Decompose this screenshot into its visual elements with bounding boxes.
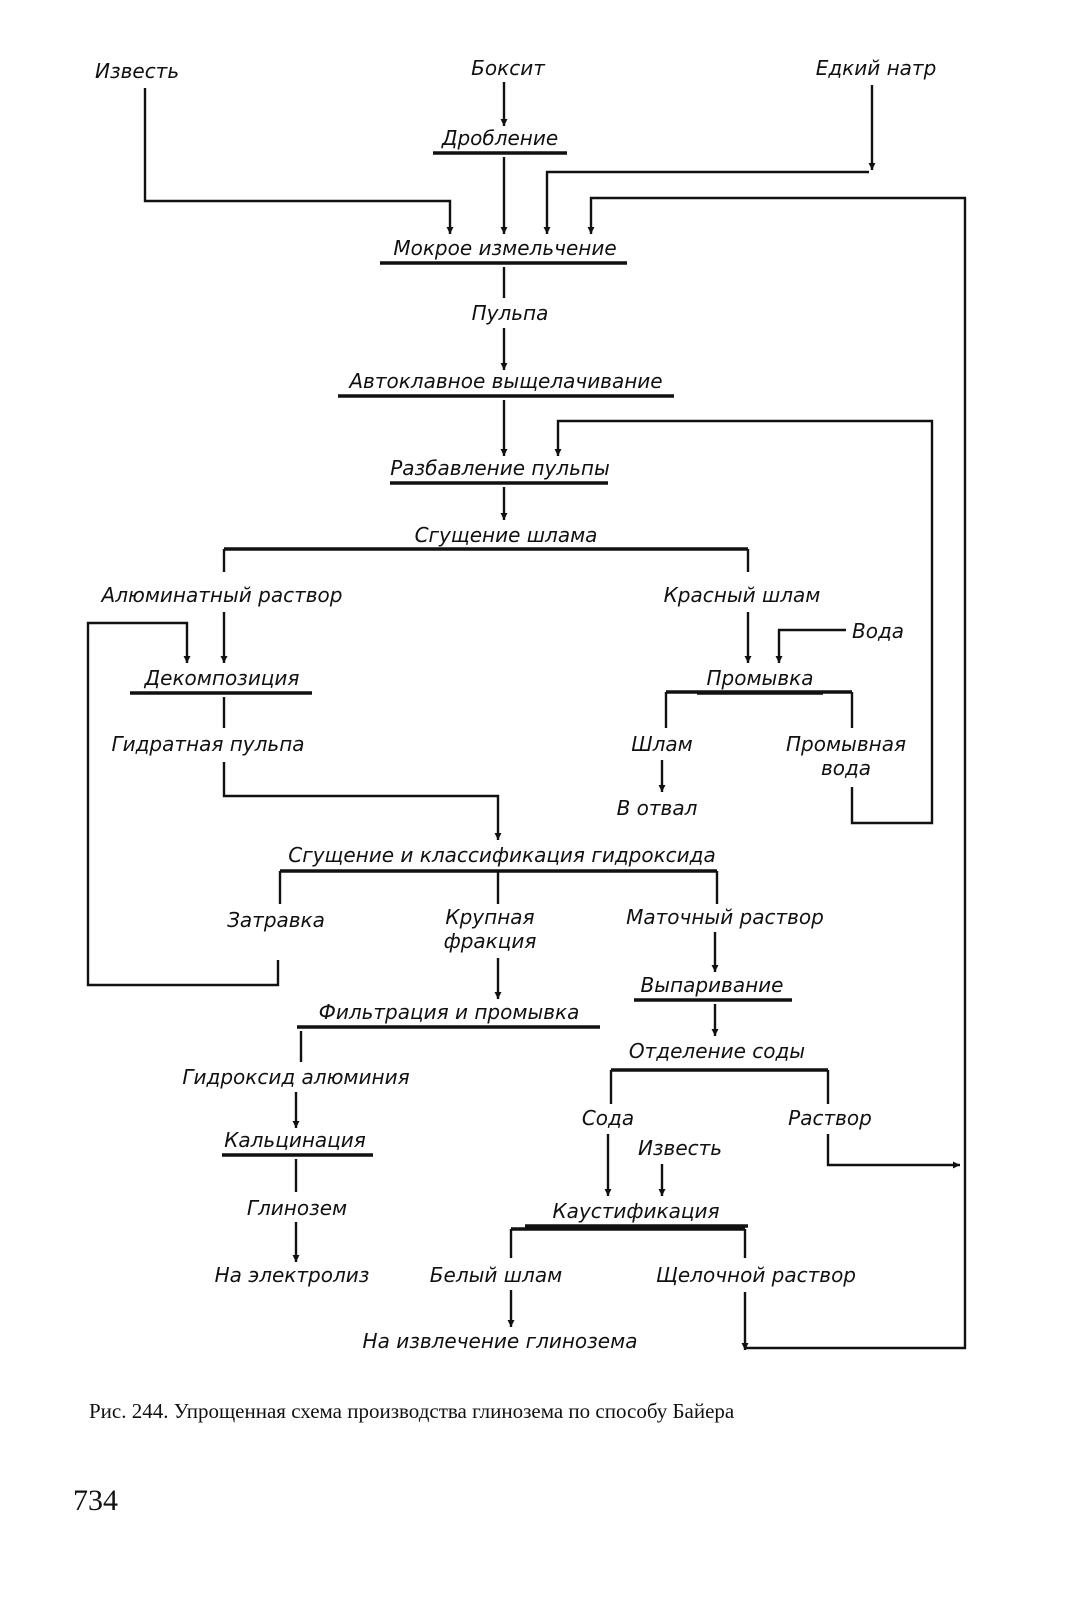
label-na-izvlechenie: На извлечение глинозема (363, 1329, 638, 1353)
label-promyvka: Промывка (707, 666, 814, 690)
label-bely-shlam: Белый шлам (430, 1263, 562, 1287)
label-rastvor: Раствор (788, 1106, 872, 1130)
label-droblenie: Дробление (441, 126, 558, 150)
label-razbavlenie: Разбавление пульпы (390, 456, 610, 480)
label-shlam: Шлам (631, 732, 693, 756)
label-gidratnaya: Гидратная пульпа (111, 732, 304, 756)
figure-caption: Рис. 244. Упрощенная схема производства … (89, 1399, 735, 1423)
label-v-otval: В отвал (617, 796, 698, 820)
split-bars (224, 547, 852, 1231)
label-izvest-top: Известь (95, 59, 179, 83)
label-autoklav: Автоклавное выщелачивание (347, 369, 662, 393)
label-filtraciya: Фильтрация и промывка (319, 1000, 580, 1024)
label-soda: Сода (582, 1106, 634, 1130)
label-krasny: Красный шлам (664, 583, 821, 607)
label-voda: Вода (852, 619, 904, 643)
label-aluminat: Алюминатный раствор (100, 583, 343, 607)
label-shchelochnoy: Щелочной раствор (656, 1263, 856, 1287)
label-sgushenie-klass: Сгущение и классификация гидроксида (288, 843, 716, 867)
label-promyvnaya-line1: Промывная (786, 732, 906, 756)
label-otdelenie: Отделение соды (629, 1039, 805, 1063)
label-matochny: Маточный раствор (626, 905, 824, 929)
flow-lines (86, 82, 967, 1350)
label-vyparivanie: Выпаривание (641, 973, 784, 997)
label-dekompoziciya: Декомпозиция (144, 666, 300, 690)
label-kalcinaciya: Кальцинация (224, 1128, 366, 1152)
label-zatravka: Затравка (227, 908, 325, 932)
label-mokroe: Мокрое измельчение (393, 236, 616, 260)
label-boksit: Боксит (471, 56, 546, 80)
label-gidroksid: Гидроксид алюминия (182, 1065, 409, 1089)
label-izvest-bottom: Известь (638, 1136, 722, 1160)
label-glinozem: Глинозем (247, 1196, 347, 1220)
label-krupnaya-line1: Крупная (445, 905, 534, 929)
label-promyvnaya-line2: вода (821, 756, 871, 780)
label-pulpa: Пульпа (472, 301, 549, 325)
label-kaustifikaciya: Каустификация (552, 1199, 719, 1223)
page-number: 734 (73, 1484, 118, 1517)
label-edkiy-natr: Едкий натр (816, 56, 937, 80)
label-sgushenie-shlama: Сгущение шлама (415, 523, 598, 547)
labels: Известь Боксит Едкий натр Дробление Мокр… (95, 56, 936, 1353)
label-krupnaya-line2: фракция (444, 929, 537, 953)
label-na-elektroliz: На электролиз (215, 1263, 370, 1287)
